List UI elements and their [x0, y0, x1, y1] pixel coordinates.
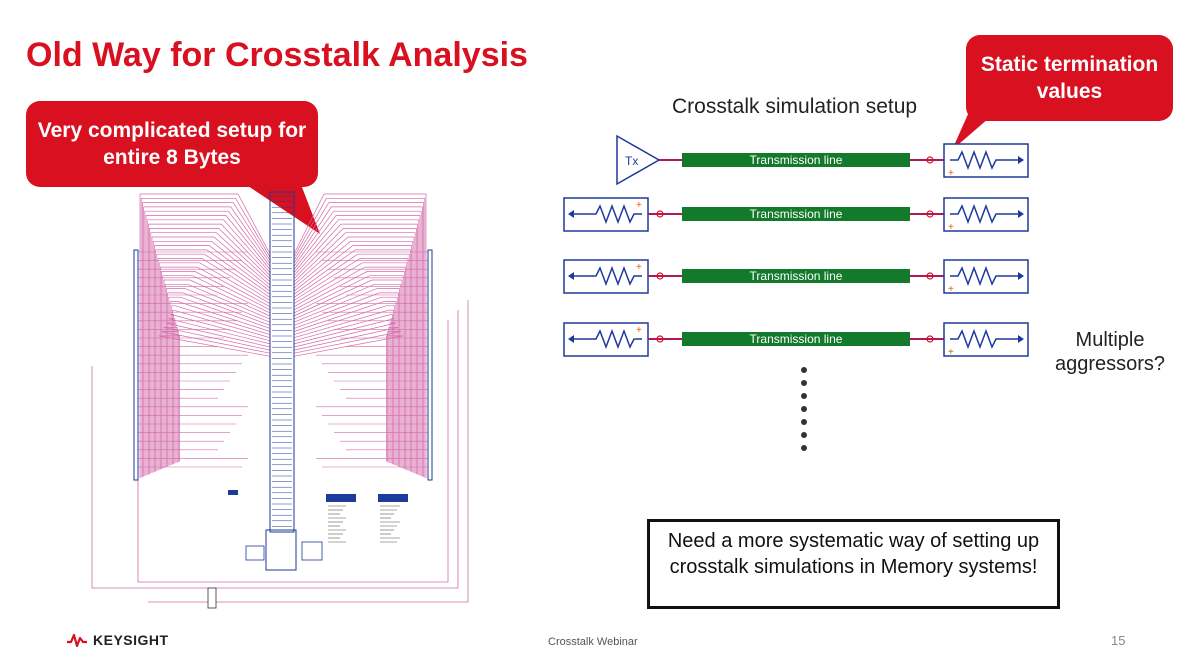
- tx-driver-icon: Tx: [616, 134, 661, 186]
- setup-title: Crosstalk simulation setup: [672, 95, 918, 118]
- resistor-termination-icon: +: [943, 143, 1029, 179]
- resistor-termination-icon: +: [943, 259, 1029, 295]
- svg-text:+: +: [948, 222, 954, 233]
- more-lines-ellipsis: [801, 367, 807, 451]
- resistor-termination-icon: +: [943, 322, 1029, 358]
- transmission-line-label: Transmission line: [750, 153, 843, 167]
- tx-label: Tx: [625, 154, 638, 168]
- slide-title: Old Way for Crosstalk Analysis: [26, 36, 528, 74]
- multiple-aggressors-note: Multiple aggressors?: [1054, 329, 1166, 375]
- aggressor-row: Tx Transmission line +: [616, 134, 1029, 186]
- transmission-line: [682, 153, 910, 167]
- svg-text:+: +: [636, 200, 642, 211]
- keysight-logo-icon: [67, 633, 87, 647]
- callout-right-tail: [952, 112, 996, 150]
- callout-static-termination: Static termination values: [966, 35, 1173, 121]
- svg-text:+: +: [636, 325, 642, 336]
- svg-text:+: +: [948, 284, 954, 295]
- schematic-wires: [91, 193, 469, 603]
- info-box: Need a more systematic way of setting up…: [647, 519, 1060, 609]
- victim-row: + Transmission line +: [563, 322, 1029, 358]
- transmission-line-label: Transmission line: [750, 332, 843, 346]
- transmission-line: [682, 207, 910, 221]
- resistor-termination-icon: +: [563, 322, 649, 357]
- victim-row: + Transmission line +: [563, 197, 1029, 233]
- transmission-line-label: Transmission line: [750, 269, 843, 283]
- callout-left-tail: [242, 182, 320, 234]
- info-box-text: Need a more systematic way of setting up…: [667, 530, 1040, 578]
- keysight-logo: KEYSIGHT: [66, 632, 169, 648]
- svg-text:+: +: [948, 347, 954, 358]
- footer-webinar-title: Crosstalk Webinar: [548, 636, 638, 648]
- memory-schematic: [91, 191, 469, 609]
- resistor-termination-icon: +: [563, 197, 649, 232]
- callout-complicated-setup-text: Very complicated setup for entire 8 Byte…: [37, 119, 307, 169]
- transmission-line: [682, 332, 910, 346]
- resistor-termination-icon: +: [563, 259, 649, 294]
- transmission-line-label: Transmission line: [750, 207, 843, 221]
- keysight-wordmark: KEYSIGHT: [93, 632, 169, 648]
- callout-static-termination-text: Static termination values: [980, 53, 1159, 103]
- svg-text:+: +: [636, 262, 642, 273]
- page-number: 15: [1111, 633, 1126, 648]
- svg-text:+: +: [948, 168, 954, 179]
- resistor-termination-icon: +: [943, 197, 1029, 233]
- crosstalk-diagram: Tx Transmission line + + Transmission lin…: [563, 134, 1029, 451]
- victim-row: + Transmission line +: [563, 259, 1029, 295]
- transmission-line: [682, 269, 910, 283]
- callout-complicated-setup: Very complicated setup for entire 8 Byte…: [26, 101, 318, 187]
